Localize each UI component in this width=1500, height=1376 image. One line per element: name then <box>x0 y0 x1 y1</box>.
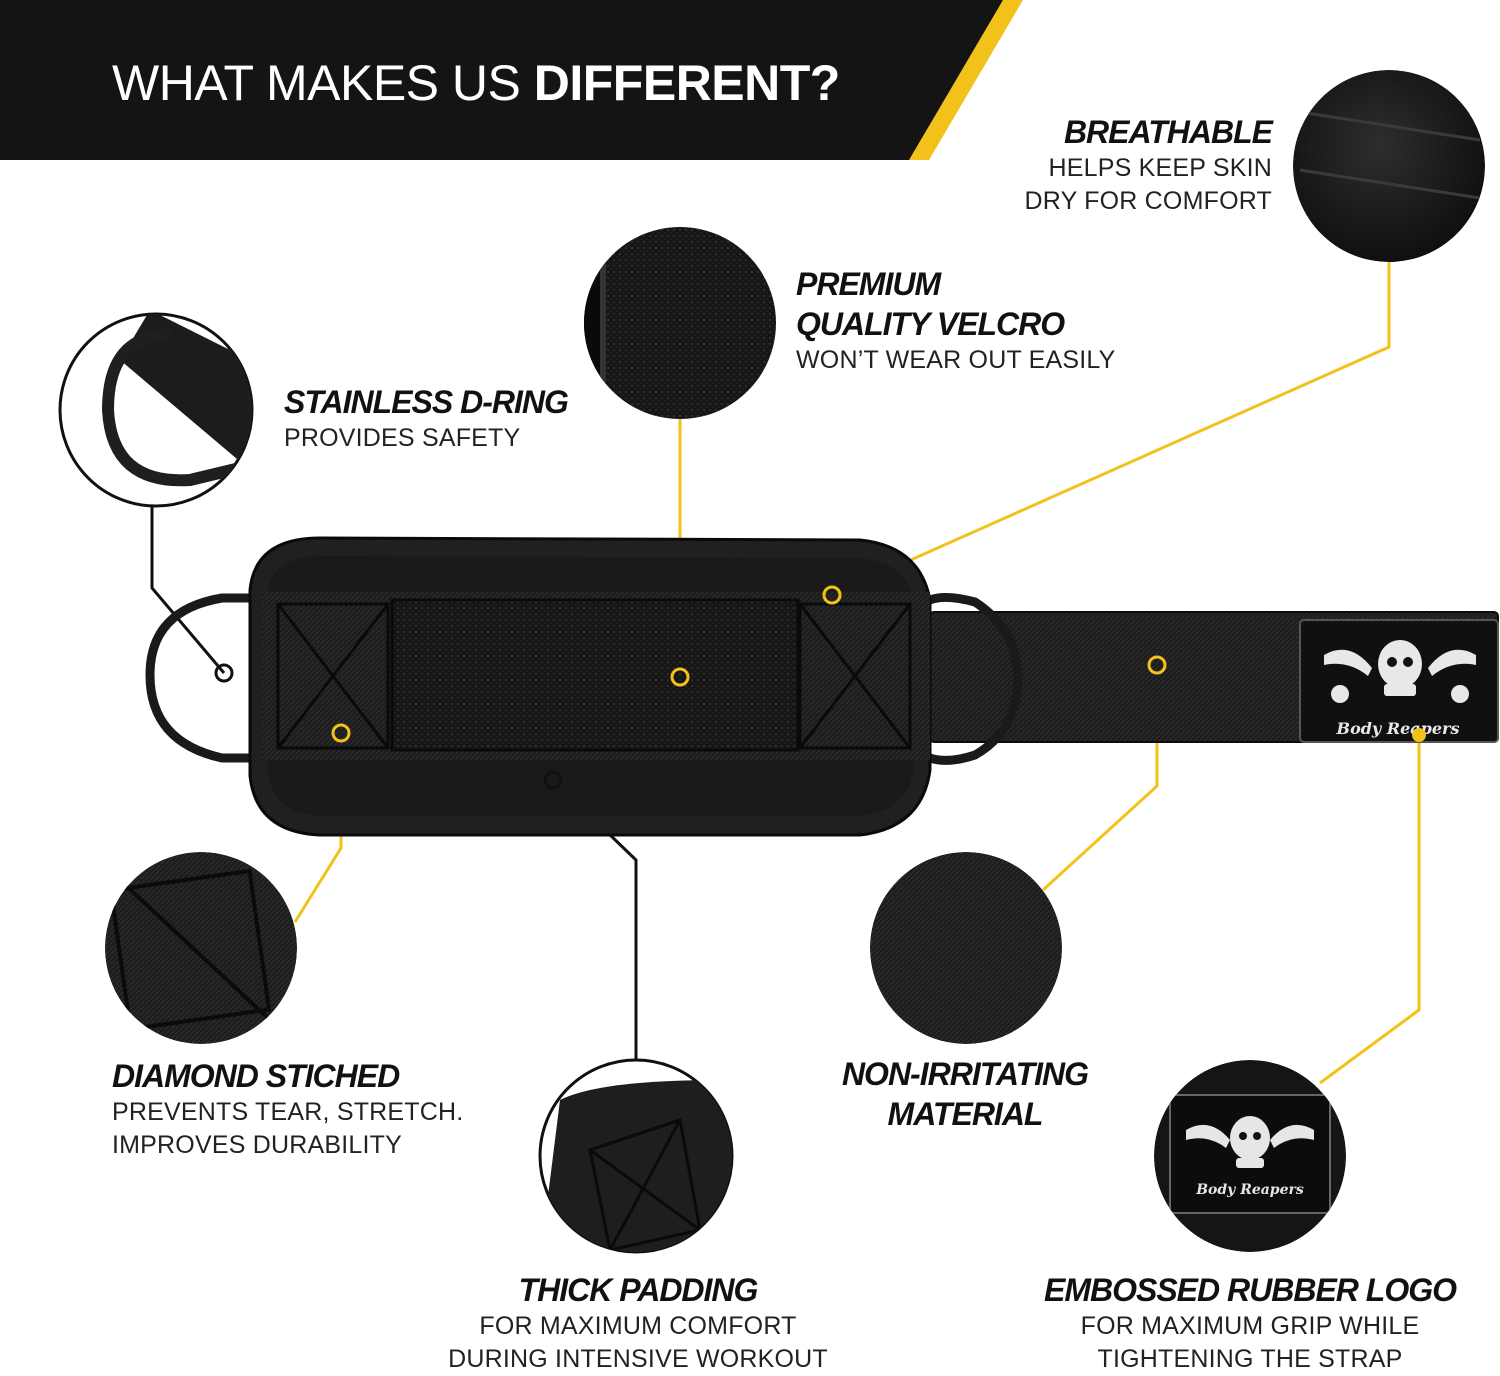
callout-dots <box>214 585 1426 790</box>
detail-circle-diamond <box>105 852 297 1044</box>
feature-breathable-desc-2: DRY FOR COMFORT <box>1024 187 1272 215</box>
feature-logo-title: EMBOSSED RUBBER LOGO <box>1043 1272 1457 1308</box>
feature-diamond-desc-1: PREVENTS TEAR, STRETCH. <box>112 1098 464 1126</box>
feature-nonirritating-title-2: MATERIAL <box>887 1096 1044 1132</box>
page-title: WHAT MAKES US DIFFERENT? <box>112 48 840 118</box>
feature-nonirritating: NON-IRRITATING MATERIAL <box>800 1054 1130 1134</box>
feature-breathable: BREATHABLE HELPS KEEP SKIN DRY FOR COMFO… <box>960 112 1273 218</box>
feature-dring: STAINLESS D-RING PROVIDES SAFETY <box>284 382 569 455</box>
feature-padding-title: THICK PADDING <box>518 1272 759 1308</box>
feature-velcro-title-2: QUALITY VELCRO <box>796 306 1065 342</box>
logo-detail-text: Body Reapers <box>1195 1182 1304 1198</box>
d-ring-right <box>928 592 1023 765</box>
feature-diamond-title: DIAMOND STICHED <box>112 1058 400 1094</box>
feature-velcro-title-1: PREMIUM <box>796 266 941 302</box>
detail-circle-padding <box>538 1058 734 1254</box>
detail-circle-velcro <box>584 227 776 419</box>
feature-velcro-desc: WON’T WEAR OUT EASILY <box>796 346 1116 374</box>
detail-circle-breathable <box>1293 70 1485 262</box>
detail-circle-logo: Body Reapers <box>1154 1060 1346 1252</box>
feature-diamond-desc-2: IMPROVES DURABILITY <box>112 1131 402 1159</box>
feature-dring-title: STAINLESS D-RING <box>284 384 569 420</box>
feature-padding-desc-1: FOR MAXIMUM COMFORT <box>479 1312 797 1340</box>
feature-padding-desc-2: DURING INTENSIVE WORKOUT <box>448 1345 828 1373</box>
feature-padding: THICK PADDING FOR MAXIMUM COMFORT DURING… <box>420 1270 856 1376</box>
rubber-logo-patch: Body Reapers <box>1299 619 1499 743</box>
header-banner <box>0 0 1023 160</box>
feature-velcro: PREMIUM QUALITY VELCRO WON’T WEAR OUT EA… <box>796 264 1116 377</box>
page-title-light: WHAT MAKES US <box>112 55 534 111</box>
feature-logo: EMBOSSED RUBBER LOGO FOR MAXIMUM GRIP WH… <box>1034 1270 1466 1376</box>
detail-circle-nonirritating <box>870 852 1062 1044</box>
feature-breathable-title: BREATHABLE <box>1063 114 1273 150</box>
feature-dring-desc: PROVIDES SAFETY <box>284 424 521 452</box>
feature-nonirritating-title-1: NON-IRRITATING <box>841 1056 1089 1092</box>
padded-cuff <box>248 536 932 837</box>
feature-logo-desc-2: TIGHTENING THE STRAP <box>1097 1345 1403 1373</box>
feature-breathable-desc-1: HELPS KEEP SKIN <box>1048 154 1272 182</box>
d-ring-left <box>145 593 262 763</box>
detail-circle-dring <box>58 312 254 508</box>
feature-diamond: DIAMOND STICHED PREVENTS TEAR, STRETCH. … <box>112 1056 463 1162</box>
feature-logo-desc-1: FOR MAXIMUM GRIP WHILE <box>1080 1312 1420 1340</box>
logo-patch-text: Body Reapers <box>1336 719 1460 738</box>
page-title-bold: DIFFERENT? <box>533 55 841 111</box>
